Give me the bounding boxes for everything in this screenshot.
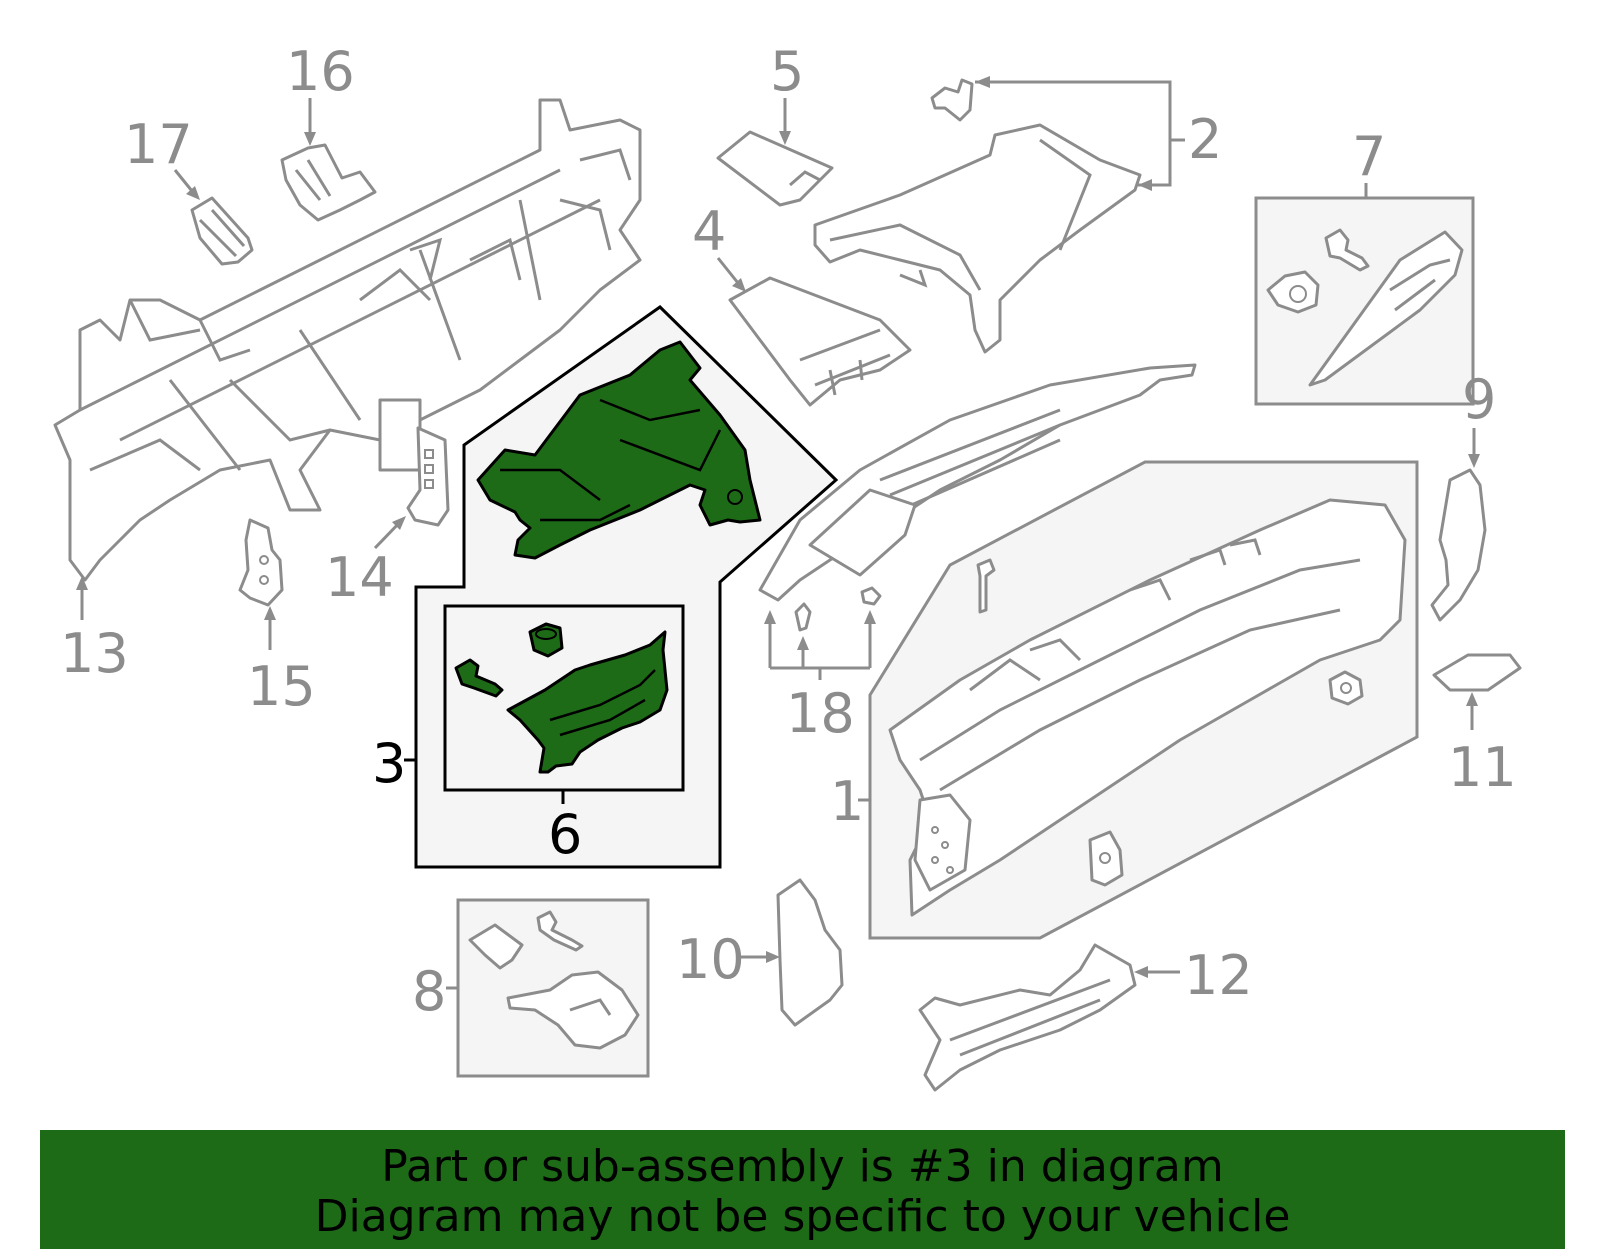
- part-16-bracket[interactable]: [280, 143, 377, 222]
- part-12-lower-trim[interactable]: [918, 943, 1137, 1092]
- part-13-crossbeam[interactable]: [53, 98, 642, 582]
- part-11-cap[interactable]: [1432, 653, 1522, 692]
- label-8: 8: [412, 960, 446, 1023]
- label-10: 10: [676, 928, 745, 991]
- label-13: 13: [60, 622, 129, 685]
- label-2: 2: [1188, 108, 1222, 171]
- banner-line-2: Diagram may not be specific to your vehi…: [314, 1191, 1291, 1242]
- part-15-bracket[interactable]: [238, 518, 284, 607]
- info-banner: Part or sub-assembly is #3 in diagram Di…: [40, 1130, 1565, 1249]
- part-1-instrument-panel[interactable]: [868, 460, 1419, 940]
- label-4: 4: [692, 200, 726, 263]
- part-3-glove-box-reinforcement: [476, 340, 762, 560]
- part-9-side-cover[interactable]: [1430, 468, 1487, 622]
- part-7-group[interactable]: [1254, 196, 1475, 406]
- label-7: 7: [1352, 125, 1386, 188]
- part-3-group[interactable]: [414, 305, 839, 869]
- part-6-bolt: [454, 658, 504, 698]
- label-12: 12: [1184, 944, 1253, 1007]
- part-14-bracket[interactable]: [406, 426, 450, 527]
- part-4-duct[interactable]: [728, 276, 912, 407]
- label-16: 16: [286, 40, 355, 103]
- label-9: 9: [1462, 368, 1496, 431]
- label-18: 18: [786, 682, 855, 745]
- part-18-defroster-panel[interactable]: [758, 363, 1197, 632]
- leader-lines: [76, 76, 1480, 990]
- label-15: 15: [247, 655, 316, 718]
- label-1: 1: [830, 770, 864, 833]
- part-10-end-panel[interactable]: [776, 878, 844, 1027]
- part-6-glove-box-hinge: [506, 630, 669, 774]
- label-11: 11: [1448, 736, 1517, 799]
- part-6-group[interactable]: [454, 622, 669, 774]
- callout-labels: 1 2 3 4 5 6 7 8 9 10 11 12 13 14 15 16 1…: [60, 40, 1517, 1023]
- part-17-bracket[interactable]: [190, 196, 254, 266]
- banner-line-1: Part or sub-assembly is #3 in diagram: [381, 1141, 1224, 1192]
- label-14: 14: [325, 546, 394, 609]
- label-6: 6: [548, 803, 582, 866]
- label-17: 17: [124, 113, 193, 176]
- label-5: 5: [770, 40, 804, 103]
- part-2-upper-cover[interactable]: [813, 78, 1142, 354]
- part-5-panel[interactable]: [716, 130, 834, 207]
- label-3: 3: [372, 732, 406, 795]
- part-8-group[interactable]: [456, 898, 650, 1078]
